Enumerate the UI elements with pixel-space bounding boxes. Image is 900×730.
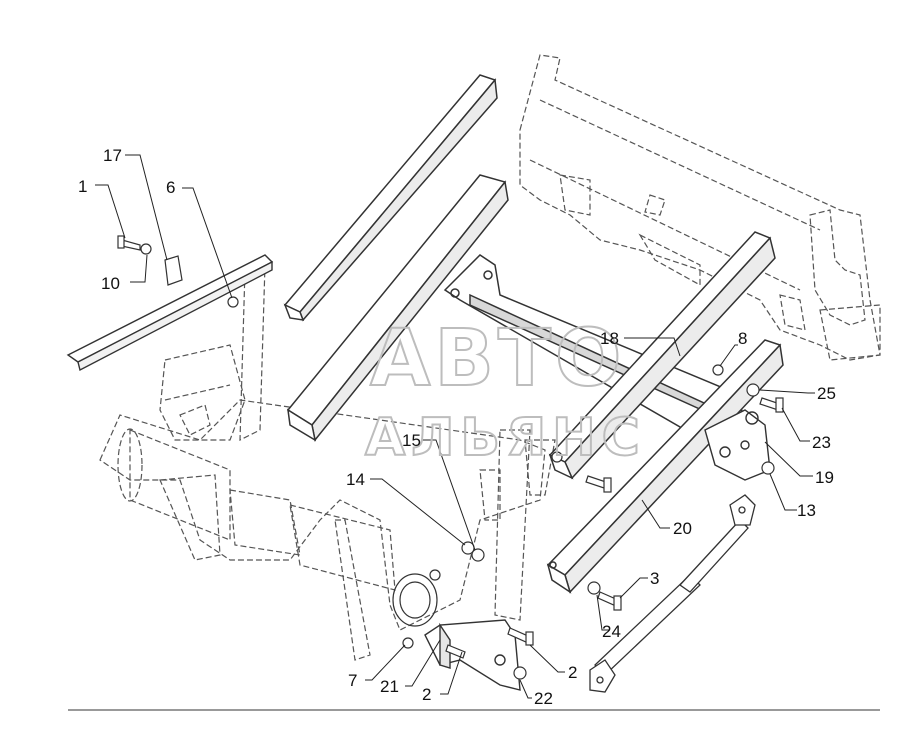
callout-13: 13 (797, 501, 816, 520)
watermark-line2: АЛЬЯНС (365, 408, 646, 468)
left-slotted-bar (66, 254, 274, 372)
cross-tube (117, 428, 441, 627)
callout-21: 21 (380, 677, 399, 696)
gas-strut (589, 494, 756, 693)
callout-labels: 1 17 6 10 18 8 25 23 19 13 20 15 14 3 24… (78, 146, 836, 708)
callout-6: 6 (166, 178, 175, 197)
watermark-line1: АВТО (370, 314, 625, 404)
callout-2b: 2 (422, 685, 431, 704)
upper-rail-a (283, 74, 498, 322)
callout-25: 25 (817, 384, 836, 403)
callout-10: 10 (101, 274, 120, 293)
callout-7: 7 (348, 671, 357, 690)
callout-8: 8 (738, 329, 747, 348)
callout-19: 19 (815, 468, 834, 487)
callout-14: 14 (346, 470, 365, 489)
callout-20: 20 (673, 519, 692, 538)
rail-18 (548, 231, 776, 480)
background-frame (519, 54, 881, 361)
callout-22: 22 (534, 689, 553, 708)
callout-23: 23 (812, 433, 831, 452)
leader-lines (95, 154, 815, 699)
callout-15: 15 (402, 431, 421, 450)
callout-1: 1 (78, 177, 87, 196)
upper-rail-b (286, 174, 509, 442)
callout-17: 17 (103, 146, 122, 165)
hardware (117, 235, 784, 680)
rail-20 (546, 339, 784, 594)
chassis-frame (99, 264, 556, 661)
callout-2a: 2 (568, 663, 577, 682)
watermark: АВТО АЛЬЯНС (364, 313, 646, 469)
callout-24: 24 (602, 622, 621, 641)
callout-18: 18 (600, 329, 619, 348)
callout-3: 3 (650, 569, 659, 588)
